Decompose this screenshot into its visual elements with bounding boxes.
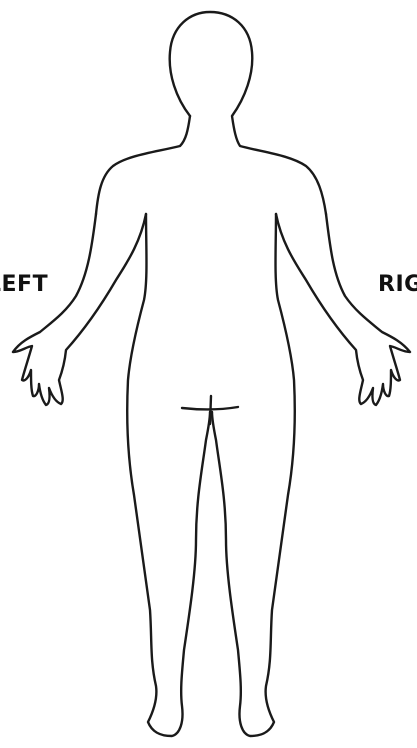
left-arm-outline (13, 214, 146, 405)
neck-left-outline (96, 116, 190, 214)
right-torso-leg-outline (212, 214, 295, 736)
left-torso-leg-outline (127, 214, 210, 736)
midline-cross-mark (182, 396, 238, 424)
right-arm-outline (276, 214, 410, 405)
head-outline (170, 12, 326, 214)
